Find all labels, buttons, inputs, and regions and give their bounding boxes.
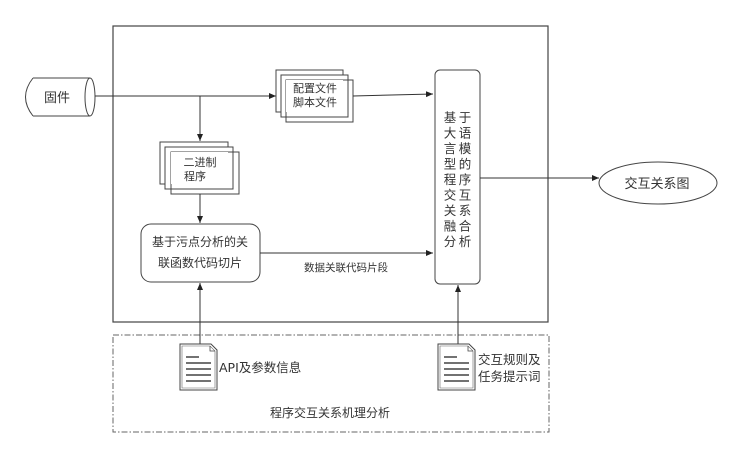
llm-fusion-char: 基 (444, 110, 457, 125)
mechanism-analysis-group (112, 334, 550, 433)
llm-fusion-char: 交 (444, 188, 457, 203)
data-snippet-label: 数据关联代码片段 (304, 261, 388, 274)
document-icon (437, 343, 476, 391)
interaction-graph-node[interactable]: 交互关系图 (598, 161, 718, 205)
llm-fusion-char: 大 (444, 126, 457, 141)
document-icon (179, 343, 218, 391)
llm-fusion-char: 融 (444, 219, 457, 234)
rules-doc-label-1: 交互规则及 (478, 352, 541, 367)
firmware-label: 固件 (44, 91, 70, 106)
llm-fusion-char: 模 (459, 141, 472, 156)
config-files-label-2: 脚本文件 (293, 95, 337, 109)
llm-fusion-char: 合 (459, 219, 472, 234)
llm-fusion-char: 程 (444, 172, 457, 187)
llm-fusion-char: 分 (444, 234, 457, 249)
api-doc-node[interactable]: API及参数信息 (179, 343, 301, 391)
taint-slice-label-2: 联函数代码切片 (158, 255, 242, 270)
llm-fusion-char: 语 (459, 126, 472, 141)
rules-doc-node[interactable]: 交互规则及 任务提示词 (437, 343, 541, 391)
llm-fusion-node[interactable]: 基大言型程交关融分 于语模的序互系合析 (434, 69, 481, 285)
llm-fusion-text: 基大言型程交关融分 (444, 110, 457, 249)
taint-slice-label-1: 基于污点分析的关 (152, 234, 248, 249)
config-files-label-1: 配置文件 (293, 81, 337, 95)
config-files-node[interactable]: 配置文件 脚本文件 (275, 69, 354, 123)
llm-fusion-char: 的 (459, 157, 472, 172)
llm-fusion-char: 于 (459, 110, 472, 125)
llm-fusion-char: 序 (459, 172, 472, 187)
edge-config-llm (352, 91, 434, 98)
binary-node[interactable]: 二进制 程序 (159, 141, 240, 195)
llm-fusion-char: 型 (444, 157, 457, 172)
main-container (112, 25, 549, 323)
llm-fusion-char: 言 (444, 141, 457, 156)
llm-fusion-char: 关 (444, 203, 457, 218)
mechanism-analysis-label: 程序交互关系机理分析 (270, 405, 390, 420)
binary-label-2: 程序 (184, 169, 206, 183)
taint-slice-node[interactable]: 基于污点分析的关 联函数代码切片 (140, 223, 261, 283)
llm-fusion-char: 系 (459, 203, 472, 218)
firmware-node[interactable]: 固件 (25, 77, 96, 117)
api-doc-label: API及参数信息 (219, 360, 301, 375)
binary-label-1: 二进制 (184, 156, 217, 169)
interaction-graph-label: 交互关系图 (624, 176, 689, 192)
llm-fusion-char: 析 (459, 234, 472, 249)
llm-fusion-char: 互 (459, 188, 472, 203)
llm-fusion-text-col2: 于语模的序互系合析 (459, 110, 472, 249)
rules-doc-label-2: 任务提示词 (478, 369, 541, 384)
